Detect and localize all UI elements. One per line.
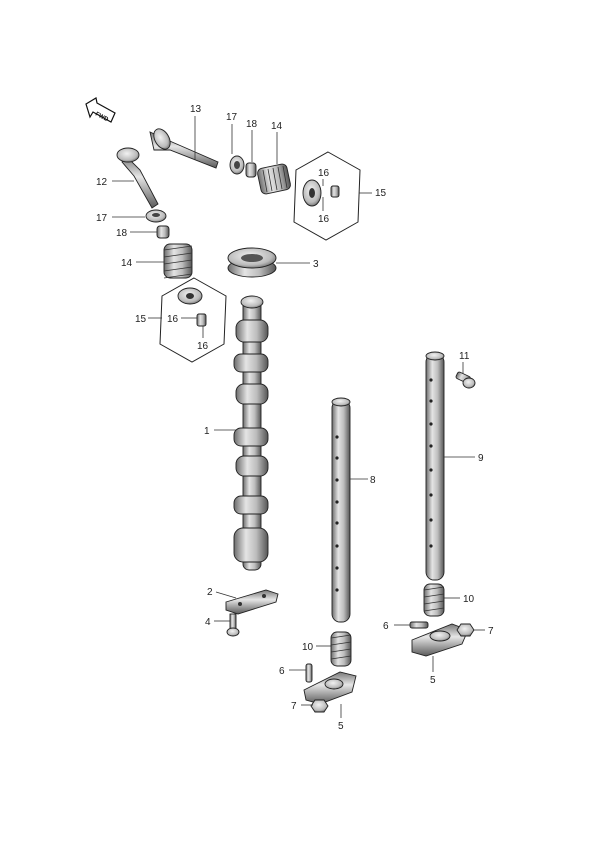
callout-1: 1 xyxy=(204,426,210,437)
callout-5-left: 5 xyxy=(338,721,344,732)
callout-labels: 13 17 18 14 15 16 16 12 17 18 14 3 15 16… xyxy=(96,104,494,732)
rocker-shaft-9 xyxy=(425,351,445,581)
callout-8: 8 xyxy=(370,475,376,486)
spring-10-left xyxy=(330,631,352,667)
seal-group-15-left xyxy=(159,277,227,363)
callout-14-left: 14 xyxy=(121,258,133,269)
callout-7-right: 7 xyxy=(488,626,494,637)
adjust-screw-6-right xyxy=(409,621,429,629)
callout-15-left: 15 xyxy=(135,314,147,325)
bolt-4 xyxy=(226,613,240,637)
callout-5-right: 5 xyxy=(430,675,436,686)
valve-12 xyxy=(116,147,159,209)
screw-11 xyxy=(455,371,476,389)
callout-16-left-a: 16 xyxy=(167,314,179,325)
callout-2: 2 xyxy=(207,587,213,598)
callout-4: 4 xyxy=(205,617,211,628)
callout-12: 12 xyxy=(96,177,108,188)
cotter-18-left xyxy=(156,225,170,239)
nut-7-right xyxy=(456,623,475,637)
retainer-17-left xyxy=(145,209,167,223)
callout-17-left: 17 xyxy=(96,213,108,224)
callout-11: 11 xyxy=(459,351,470,362)
callout-16-top-b: 16 xyxy=(318,214,330,225)
callout-16-left-b: 16 xyxy=(197,341,209,352)
callout-16-top-a: 16 xyxy=(318,168,330,179)
nut-7-left xyxy=(310,699,329,713)
spring-10-right xyxy=(423,583,445,617)
callout-3: 3 xyxy=(313,259,319,270)
callout-15-top: 15 xyxy=(375,188,387,199)
adjust-screw-6-left xyxy=(305,663,313,683)
callout-17-top: 17 xyxy=(226,112,238,123)
fwd-arrow-icon: FWD xyxy=(85,97,116,123)
spring-14-left xyxy=(163,243,193,279)
rocker-arm-5-right xyxy=(411,623,469,657)
callout-18-left: 18 xyxy=(116,228,128,239)
cotter-18-top xyxy=(245,162,257,178)
callout-10-right: 10 xyxy=(463,594,475,605)
valve-13 xyxy=(149,128,219,169)
callout-7-left: 7 xyxy=(291,701,297,712)
callout-6-left: 6 xyxy=(279,666,285,677)
callout-9: 9 xyxy=(478,453,484,464)
thrust-plate-2 xyxy=(225,589,279,615)
washer-3 xyxy=(227,247,277,278)
callout-14-top: 14 xyxy=(271,121,283,132)
callout-13: 13 xyxy=(190,104,202,115)
rocker-arm-5-left xyxy=(303,671,357,705)
retainer-17-top xyxy=(229,155,245,175)
callout-6-right: 6 xyxy=(383,621,389,632)
rocker-shaft-8 xyxy=(331,397,351,623)
camshaft-1 xyxy=(233,295,269,571)
seal-group-15-top xyxy=(293,151,361,241)
leader-lines xyxy=(112,116,485,718)
callout-10-left: 10 xyxy=(302,642,314,653)
spring-14-top xyxy=(257,163,291,195)
callout-18-top: 18 xyxy=(246,119,258,130)
